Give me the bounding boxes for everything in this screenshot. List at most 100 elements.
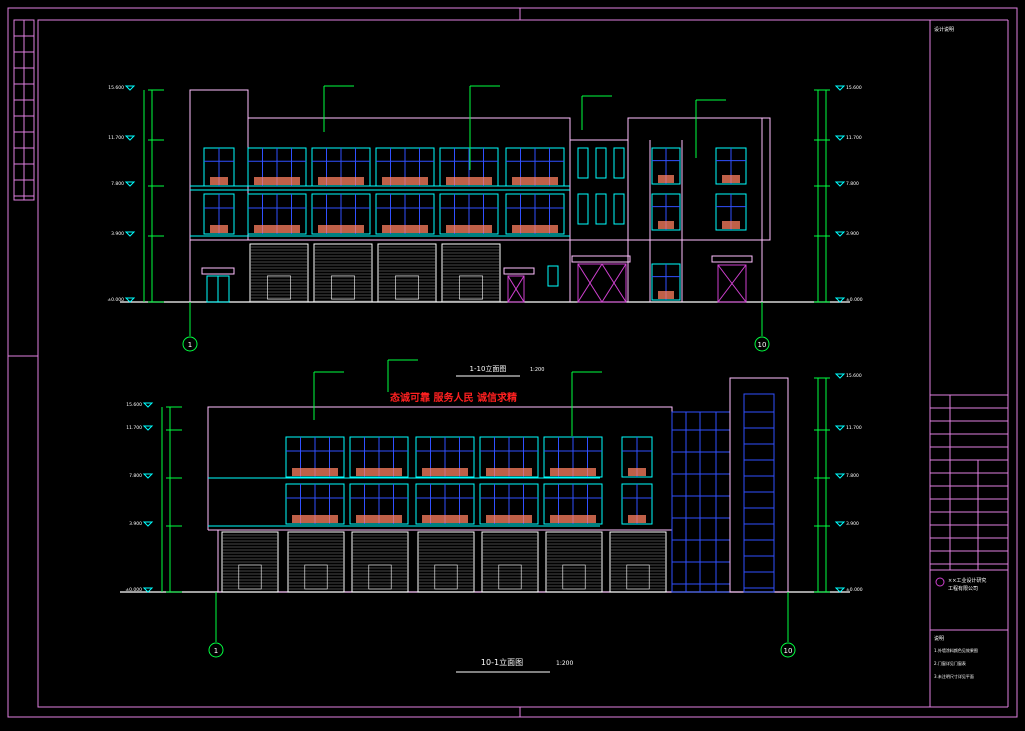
triangle-level-icon [834,231,846,237]
truck-outline [562,564,586,590]
triangle-level-icon [124,135,136,141]
sheet-inner-border [37,19,931,708]
tower-window [613,147,625,179]
level-label: 7.800 [129,473,142,479]
window-sill-panel [628,515,646,523]
level-label: 7.800 [846,473,859,479]
level-label: 15.600 [846,373,862,379]
level-label: 7.800 [846,181,859,187]
company-name-line1: ××工业设计研究 [948,577,986,584]
axis-label-end-bottom: 10 [784,647,793,655]
triangle-level-icon [834,297,846,303]
window-sill-panel [486,468,532,476]
title-block-header: 设计说明 [934,26,954,33]
elevation-bottom-title: 10-1立面图 [481,657,523,667]
stair-tower-bottom [729,377,789,593]
window-sill-panel [512,177,558,185]
level-label: 11.700 [108,135,124,141]
level-label: 7.800 [111,181,124,187]
triangle-level-icon [834,521,846,527]
elevation-top-title: 1-10立面图 [470,364,507,373]
truck-outline [304,564,328,590]
note-1: 1.外墙涂料颜色见效果图 [934,647,978,653]
window-sill-panel [356,468,402,476]
level-label: 3.900 [129,521,142,527]
triangle-level-icon [142,425,154,431]
window-sill-panel [210,225,228,233]
triangle-level-icon [124,231,136,237]
triangle-level-icon [834,181,846,187]
shutter-door [441,243,501,303]
window-sill-panel [318,225,364,233]
note-3: 3.未注明尺寸详见平面 [934,673,974,679]
axis-label-start-bottom: 1 [214,647,218,655]
note-2: 2.门窗详见门窗表 [934,660,966,666]
triangle-level-icon [142,521,154,527]
shutter-door [249,243,309,303]
circle-axis-icon [182,336,198,352]
shutter-door [313,243,373,303]
level-label: ±0.000 [125,587,142,593]
triangle-level-icon [834,135,846,141]
tower-window [577,193,589,225]
shutter-door [377,243,437,303]
entrance-door-right [711,255,753,303]
level-label: 3.900 [846,231,859,237]
window-sill-panel [512,225,558,233]
level-label: 3.900 [111,231,124,237]
axis-label-end-top: 10 [758,341,767,349]
level-label: 3.900 [846,521,859,527]
triangle-level-icon [834,587,846,593]
level-label: 11.700 [126,425,142,431]
window-sill-panel [356,515,402,523]
triangle-level-icon [142,473,154,479]
window-sill-panel [382,225,428,233]
tower-window [595,193,607,225]
window-sill-panel [422,468,468,476]
truck-outline [267,275,291,300]
triangle-level-icon [834,425,846,431]
truck-outline [331,275,355,300]
window-sill-panel [658,221,674,229]
title-block: 设计说明 ××工业设计研究 工程有限公司 说明 1.外墙涂料颜色见效果图 2.门… [930,26,1008,679]
truck-outline [395,275,419,300]
window-sill-panel [210,177,228,185]
truck-outline [626,564,650,590]
window-sill-panel [722,175,740,183]
company-logo-icon [935,577,945,587]
tower-window [613,193,625,225]
triangle-level-icon [124,181,136,187]
elevation-bottom-scale: 1:200 [556,660,573,667]
window-sill-panel [254,225,300,233]
level-label: 11.700 [846,135,862,141]
circle-axis-icon [208,642,224,658]
circle-axis-icon [780,642,796,658]
tower-window [595,147,607,179]
curtain-wall [671,411,731,593]
company-name-line2: 工程有限公司 [948,585,978,592]
entrance-door-center [571,255,631,303]
window-sill-panel [292,515,338,523]
window-sill-panel [628,468,646,476]
revision-strip [13,19,35,201]
window-sill-panel [658,291,674,299]
triangle-level-icon [124,85,136,91]
axis-label-start-top: 1 [188,341,192,349]
sheet-outer-border [7,7,1018,718]
level-label: 15.600 [846,85,862,91]
truck-outline [434,564,458,590]
triangle-level-icon [124,297,136,303]
truck-outline [459,275,483,300]
window-sill-panel [550,515,596,523]
level-label: ±0.000 [846,297,863,303]
level-label: 15.600 [126,402,142,408]
window-sill-panel [658,175,674,183]
triangle-level-icon [834,373,846,379]
level-label: 15.600 [108,85,124,91]
window-sill-panel [254,177,300,185]
level-label: 11.700 [846,425,862,431]
triangle-level-icon [142,402,154,408]
